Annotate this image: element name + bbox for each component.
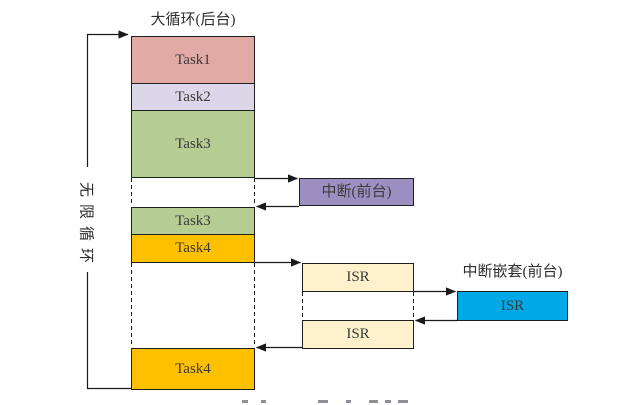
caption-mark (346, 400, 351, 403)
task3-label: Task3 (175, 135, 211, 152)
infinite-loop-label: 无限循环 (77, 181, 94, 271)
loop-line-top (86, 30, 129, 167)
interrupt-foreground-label: 中断(前台) (321, 183, 392, 200)
task4-resume-label: Task4 (175, 360, 211, 377)
caption-mark (369, 400, 378, 403)
loop-line-bottom (86, 272, 132, 390)
isr-label-2: ISR (346, 326, 370, 342)
isr-block-2: ISR (302, 320, 414, 349)
background-loop-title: 大循环(后台) (150, 12, 236, 28)
task4-label: Task4 (175, 240, 211, 256)
isr-block-1: ISR (302, 263, 414, 292)
task2-label: Task2 (175, 88, 211, 105)
task3-block: Task3 (131, 110, 255, 178)
caption-mark (398, 400, 408, 403)
caption-mark (261, 400, 266, 403)
nested-interrupt-title: 中断嵌套(前台) (462, 264, 563, 280)
task2-block: Task2 (131, 83, 255, 111)
isr-label-1: ISR (346, 269, 370, 285)
caption-mark (385, 400, 391, 403)
caption-mark (318, 400, 328, 403)
caption-mark (242, 400, 248, 403)
task1-block: Task1 (131, 36, 255, 84)
nested-isr-block: ISR (457, 291, 568, 321)
task4-resume-block: Task4 (131, 348, 255, 390)
nested-isr-label: ISR (500, 297, 525, 314)
task1-label: Task1 (175, 51, 211, 68)
task4-block: Task4 (131, 234, 255, 263)
interrupt-foreground-block: 中断(前台) (299, 178, 414, 206)
task3-resume-block: Task3 (131, 207, 255, 235)
task3-resume-label: Task3 (175, 212, 211, 229)
